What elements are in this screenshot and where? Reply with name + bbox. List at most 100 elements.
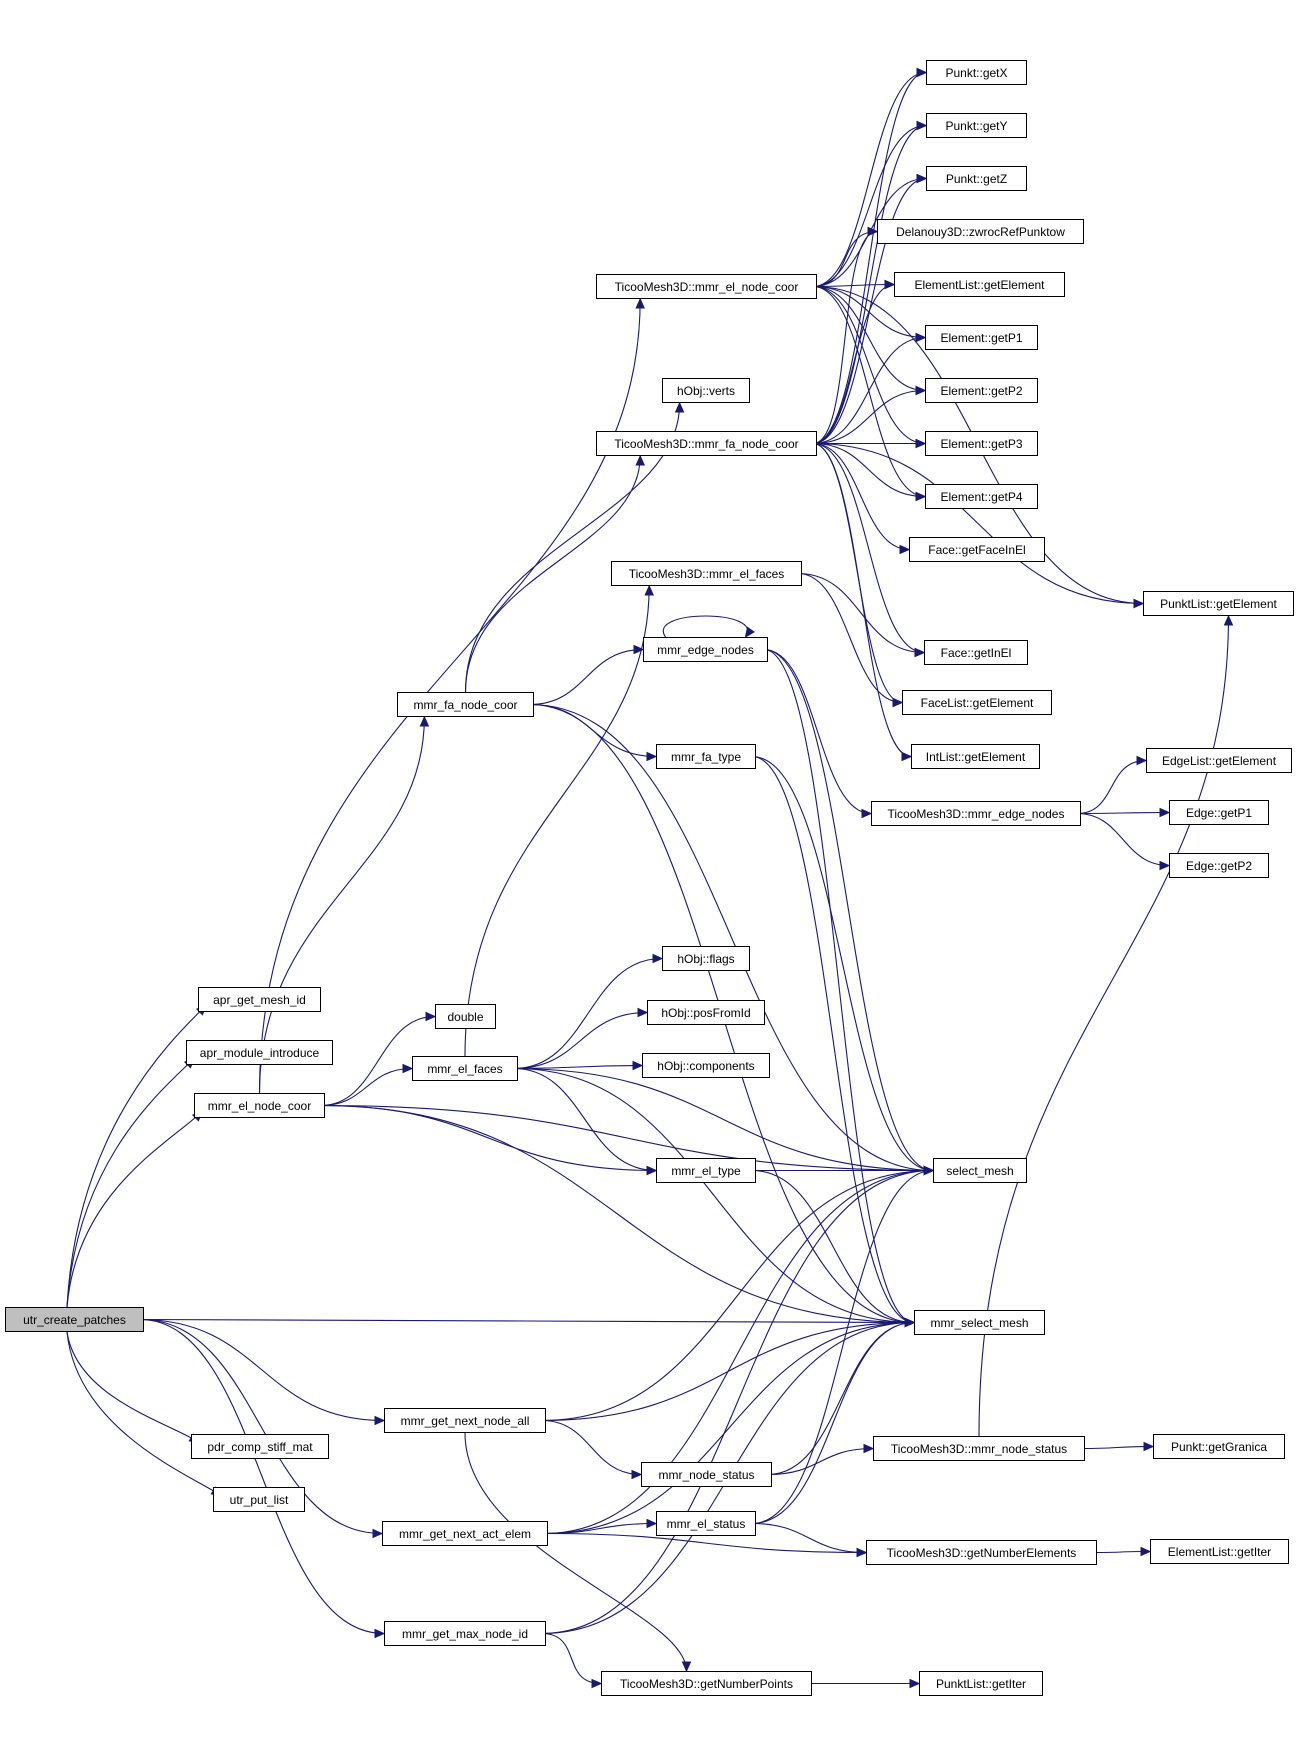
edge-root-to-elnc xyxy=(66,1111,203,1308)
edge-edgenodes-to-selmesh xyxy=(763,648,934,1172)
node-utr-put-list[interactable]: utr_put_list xyxy=(213,1487,305,1512)
edge-nextelem-to-mmrselmesh xyxy=(543,1321,915,1535)
edge-elfaces-to-t_elfaces xyxy=(464,585,650,1057)
node-face-getfaceinel[interactable]: Face::getFaceInEl xyxy=(909,537,1045,562)
node-ticoomesh3d-mmr-node-status[interactable]: TicooMesh3D::mmr_node_status xyxy=(873,1436,1085,1461)
edge-t_elfaces-to-facelist-arrowhead xyxy=(892,697,904,708)
node-mmr-fa-node-coor[interactable]: mmr_fa_node_coor xyxy=(397,692,534,717)
node-element-getp3[interactable]: Element::getP3 xyxy=(925,431,1038,456)
edge-elfaces-to-components-arrowhead xyxy=(632,1060,644,1071)
node-ticoomesh3d-mmr-el-node-coor[interactable]: TicooMesh3D::mmr_el_node_coor xyxy=(596,274,817,299)
edge-t_fanc-to-delanouy-arrowhead xyxy=(867,226,879,237)
node-punkt-gety[interactable]: Punkt::getY xyxy=(926,113,1027,138)
edge-fanc-to-edgenodes-arrowhead xyxy=(633,644,645,655)
edge-t_fanc-to-faceinel-arrowhead xyxy=(899,544,911,555)
node-element-getp4[interactable]: Element::getP4 xyxy=(925,484,1038,509)
node-hobj-flags[interactable]: hObj::flags xyxy=(662,946,750,971)
node-punktlist-getelement[interactable]: PunktList::getElement xyxy=(1143,591,1294,616)
edge-nextnode-to-selmesh xyxy=(541,1169,934,1422)
edge-edgenodes-self-loop xyxy=(662,615,749,638)
node-ticoomesh3d-getnumberelements[interactable]: TicooMesh3D::getNumberElements xyxy=(866,1540,1097,1565)
edge-root-to-nextnode xyxy=(139,1318,385,1422)
node-hobj-components[interactable]: hObj::components xyxy=(642,1053,770,1078)
node-mmr-node-status[interactable]: mmr_node_status xyxy=(641,1462,772,1487)
node-mmr-el-faces[interactable]: mmr_el_faces xyxy=(412,1056,518,1081)
node-ticoomesh3d-mmr-edge-nodes[interactable]: TicooMesh3D::mmr_edge_nodes xyxy=(871,801,1081,826)
edge-root-to-pdr xyxy=(66,1331,200,1443)
node-utr-create-patches[interactable]: utr_create_patches xyxy=(5,1307,144,1332)
node-pdr-comp-stiff-mat[interactable]: pdr_comp_stiff_mat xyxy=(191,1434,329,1459)
node-double[interactable]: double xyxy=(435,1004,496,1029)
node-element-getp1[interactable]: Element::getP1 xyxy=(925,325,1038,350)
node-mmr-get-max-node-id[interactable]: mmr_get_max_node_id xyxy=(384,1621,546,1646)
edge-edgenodes-to-mmrselmesh xyxy=(763,648,915,1324)
node-mmr-el-status[interactable]: mmr_el_status xyxy=(656,1511,756,1536)
node-facelist-getelement[interactable]: FaceList::getElement xyxy=(902,690,1052,715)
node-edgelist-getelement[interactable]: EdgeList::getElement xyxy=(1146,748,1292,773)
edge-elfaces-to-selmesh xyxy=(513,1067,934,1172)
node-mmr-el-type[interactable]: mmr_el_type xyxy=(656,1158,756,1183)
edge-elnc-to-double-arrowhead xyxy=(425,1011,437,1022)
node-mmr-get-next-node-all[interactable]: mmr_get_next_node_all xyxy=(384,1408,546,1433)
edge-maxnode-to-t_numpoints-arrowhead xyxy=(591,1678,603,1689)
node-edge-getp1[interactable]: Edge::getP1 xyxy=(1169,800,1269,825)
edge-root-to-putlist xyxy=(66,1331,222,1496)
edge-t_fanc-to-p4-arrowhead xyxy=(915,491,927,502)
edge-elnc-to-fanc xyxy=(258,716,425,1094)
node-mmr-el-node-coor[interactable]: mmr_el_node_coor xyxy=(194,1093,325,1118)
node-mmr-edge-nodes[interactable]: mmr_edge_nodes xyxy=(643,637,768,662)
node-ticoomesh3d-mmr-el-faces[interactable]: TicooMesh3D::mmr_el_faces xyxy=(611,561,802,586)
node-elementlist-getiter[interactable]: ElementList::getIter xyxy=(1150,1539,1289,1564)
edge-t_fanc-to-getx xyxy=(812,71,927,445)
edge-fanc-to-selmesh xyxy=(529,703,934,1172)
edge-t_fanc-to-p1-arrowhead xyxy=(915,332,927,343)
node-hobj-posfromid[interactable]: hObj::posFromId xyxy=(647,1000,765,1025)
edge-t_numpoints-to-pklist_iter-arrowhead xyxy=(909,1678,921,1689)
edge-nodestatus-to-t_nodestatus xyxy=(767,1447,874,1476)
node-edge-getp2[interactable]: Edge::getP2 xyxy=(1169,853,1269,878)
edge-t_numelems-to-ellist_iter xyxy=(1092,1550,1151,1554)
node-ticoomesh3d-getnumberpoints[interactable]: TicooMesh3D::getNumberPoints xyxy=(601,1671,812,1696)
edge-t_fanc-to-delanouy xyxy=(812,230,878,445)
edge-t_fanc-to-gety-arrowhead xyxy=(916,120,928,131)
edge-t_fanc-to-getz-arrowhead xyxy=(916,173,928,184)
edge-t_fanc-to-pklist_el xyxy=(812,442,1144,605)
node-intlist-getelement[interactable]: IntList::getElement xyxy=(911,744,1040,769)
node-elementlist-getelement[interactable]: ElementList::getElement xyxy=(894,272,1065,297)
edge-t_elnc-to-ellist xyxy=(812,283,895,288)
edge-nextnode-to-nodestatus-arrowhead xyxy=(631,1469,643,1480)
edge-elstatus-to-mmrselmesh-arrowhead xyxy=(904,1317,916,1328)
edge-elfaces-to-posfromid-arrowhead xyxy=(637,1007,649,1018)
edge-elfaces-to-flags xyxy=(513,957,663,1070)
edge-t_fanc-to-intlist-arrowhead xyxy=(901,751,913,762)
node-punkt-getx[interactable]: Punkt::getX xyxy=(926,60,1027,85)
node-face-getinel[interactable]: Face::getInEl xyxy=(924,640,1028,665)
edge-t_elnc-to-delanouy xyxy=(812,230,878,288)
node-mmr-get-next-act-elem[interactable]: mmr_get_next_act_elem xyxy=(382,1521,548,1546)
node-element-getp2[interactable]: Element::getP2 xyxy=(925,378,1038,403)
edge-t_edgenodes-to-edgelist-arrowhead xyxy=(1136,755,1148,766)
node-mmr-fa-type[interactable]: mmr_fa_type xyxy=(656,744,756,769)
edge-t_fanc-to-p2-arrowhead xyxy=(915,385,927,396)
node-punktlist-getiter[interactable]: PunktList::getIter xyxy=(919,1671,1043,1696)
edge-t_edgenodes-to-edgelist xyxy=(1076,759,1147,815)
edge-t_elnc-to-getx xyxy=(812,71,927,288)
edge-t_fanc-to-getx-arrowhead xyxy=(916,67,928,78)
edge-root-to-apr_mod xyxy=(66,1058,195,1308)
edge-elnc-to-elfaces xyxy=(320,1067,413,1107)
edge-t_fanc-to-p4 xyxy=(812,442,926,498)
node-punkt-getgranica[interactable]: Punkt::getGranica xyxy=(1153,1434,1285,1459)
node-ticoomesh3d-mmr-fa-node-coor[interactable]: TicooMesh3D::mmr_fa_node_coor xyxy=(596,431,817,456)
edge-elnc-to-t_elnc-arrowhead xyxy=(635,297,645,309)
edge-maxnode-to-selmesh xyxy=(541,1169,934,1635)
node-punkt-getz[interactable]: Punkt::getZ xyxy=(926,166,1027,191)
edge-t_elfaces-to-faceginel-arrowhead xyxy=(914,647,926,658)
node-apr-get-mesh-id[interactable]: apr_get_mesh_id xyxy=(198,987,321,1012)
node-select-mesh[interactable]: select_mesh xyxy=(933,1158,1027,1183)
node-mmr-select-mesh[interactable]: mmr_select_mesh xyxy=(914,1310,1045,1335)
node-hobj-verts[interactable]: hObj::verts xyxy=(662,378,750,403)
node-delanouy3d-zwrocrefpunktow[interactable]: Delanouy3D::zwrocRefPunktow xyxy=(877,219,1084,244)
edge-t_fanc-to-ellist xyxy=(812,283,895,445)
node-apr-module-introduce[interactable]: apr_module_introduce xyxy=(186,1040,333,1065)
